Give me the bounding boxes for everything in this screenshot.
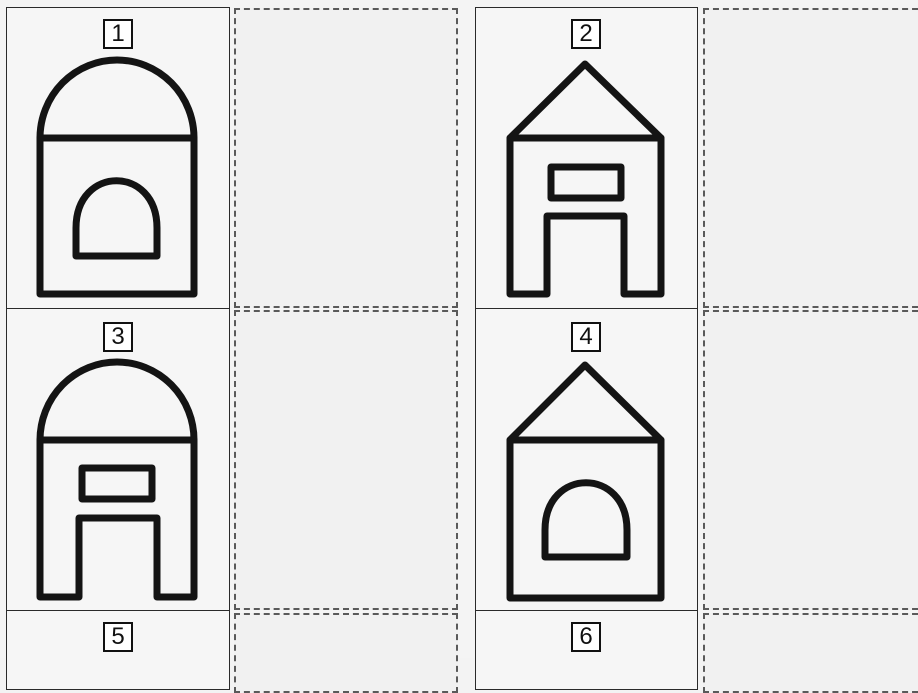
drawing-box-4[interactable] (703, 310, 918, 610)
worksheet-page: 1 2 3 4 5 6 (0, 0, 918, 658)
drawing-box-2[interactable] (703, 8, 918, 308)
drawing-box-5[interactable] (234, 613, 458, 693)
card-number-6: 6 (571, 622, 601, 652)
house-triangle-arch-window (0, 0, 700, 610)
card-number-5: 5 (103, 622, 133, 652)
drawing-box-6[interactable] (703, 613, 918, 693)
